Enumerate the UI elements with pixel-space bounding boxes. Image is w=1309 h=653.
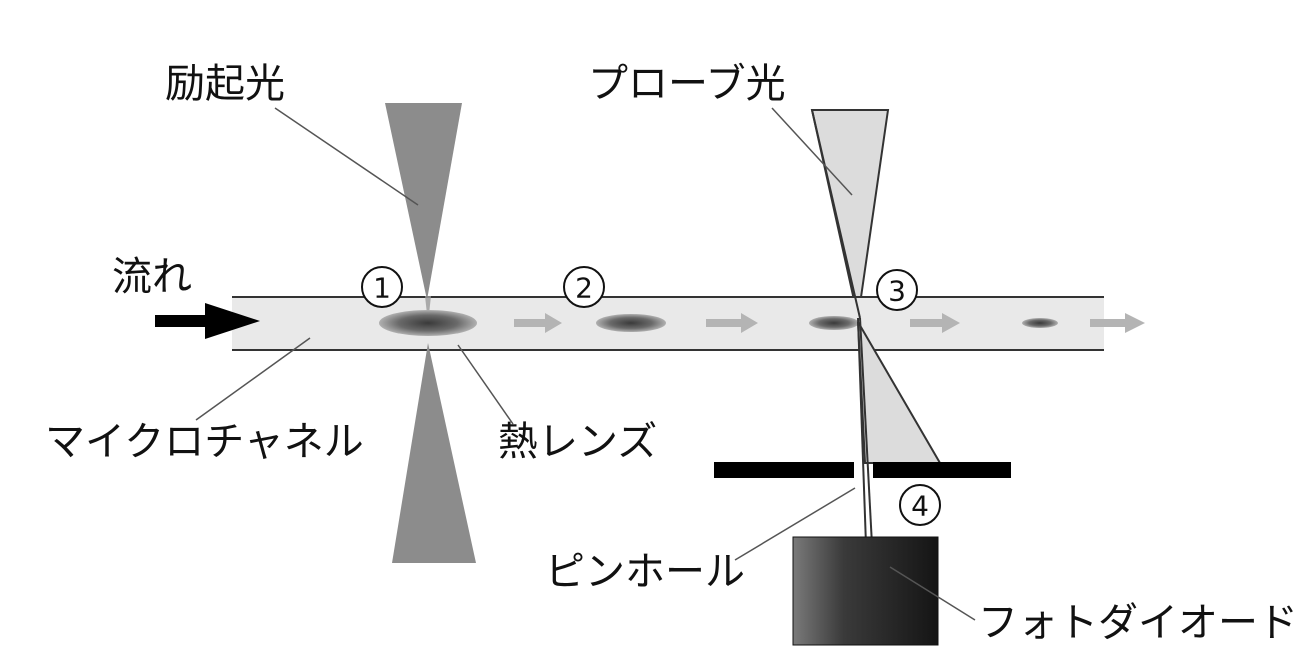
marker-2: 2 — [563, 266, 605, 308]
probe-ray-left — [857, 317, 867, 546]
marker-1-text: 1 — [373, 272, 391, 305]
label-photodiode: フォトダイオード — [978, 600, 1298, 646]
excitation-beam-lower — [392, 343, 476, 563]
label-flow: 流れ — [112, 254, 192, 300]
pinhole-plate-right — [873, 462, 1011, 478]
thermal-lens-1 — [379, 310, 477, 336]
leader-thermal-lens — [457, 344, 514, 425]
leader-microchannel — [195, 337, 311, 421]
thermal-lens-2 — [596, 314, 666, 332]
leader-excitation — [274, 107, 419, 206]
label-pinhole: ピンホール — [545, 549, 745, 595]
label-thermal-lens: 熱レンズ — [498, 419, 657, 465]
flow-arrow-3 — [910, 313, 960, 333]
marker-1: 1 — [361, 266, 403, 308]
label-excitation-light: 励起光 — [165, 61, 285, 107]
label-microchannel: マイクロチャネル — [45, 419, 364, 465]
probe-ray-right — [859, 317, 873, 546]
flow-arrow-1 — [514, 313, 562, 333]
flow-arrow-2 — [706, 313, 758, 333]
flow-arrow-4 — [1090, 313, 1145, 333]
leader-probe — [771, 107, 853, 196]
thermal-lens-4 — [1022, 318, 1058, 328]
marker-4-text: 4 — [911, 490, 929, 523]
pinhole-plate-left — [714, 462, 854, 478]
microchannel — [232, 296, 1104, 350]
marker-3: 3 — [876, 269, 918, 311]
leader-pinhole — [734, 487, 856, 561]
leader-photodiode — [889, 566, 976, 621]
probe-ray-cross — [811, 109, 861, 319]
marker-2-text: 2 — [575, 272, 593, 305]
marker-4: 4 — [899, 484, 941, 526]
flow-arrow-main — [155, 303, 260, 339]
excitation-beam-upper — [385, 103, 462, 300]
photodiode — [792, 536, 939, 646]
excitation-beam-focus — [425, 296, 431, 323]
marker-3-text: 3 — [888, 275, 906, 308]
label-probe-light: プローブ光 — [588, 61, 786, 107]
thermal-lens-3 — [809, 316, 859, 330]
